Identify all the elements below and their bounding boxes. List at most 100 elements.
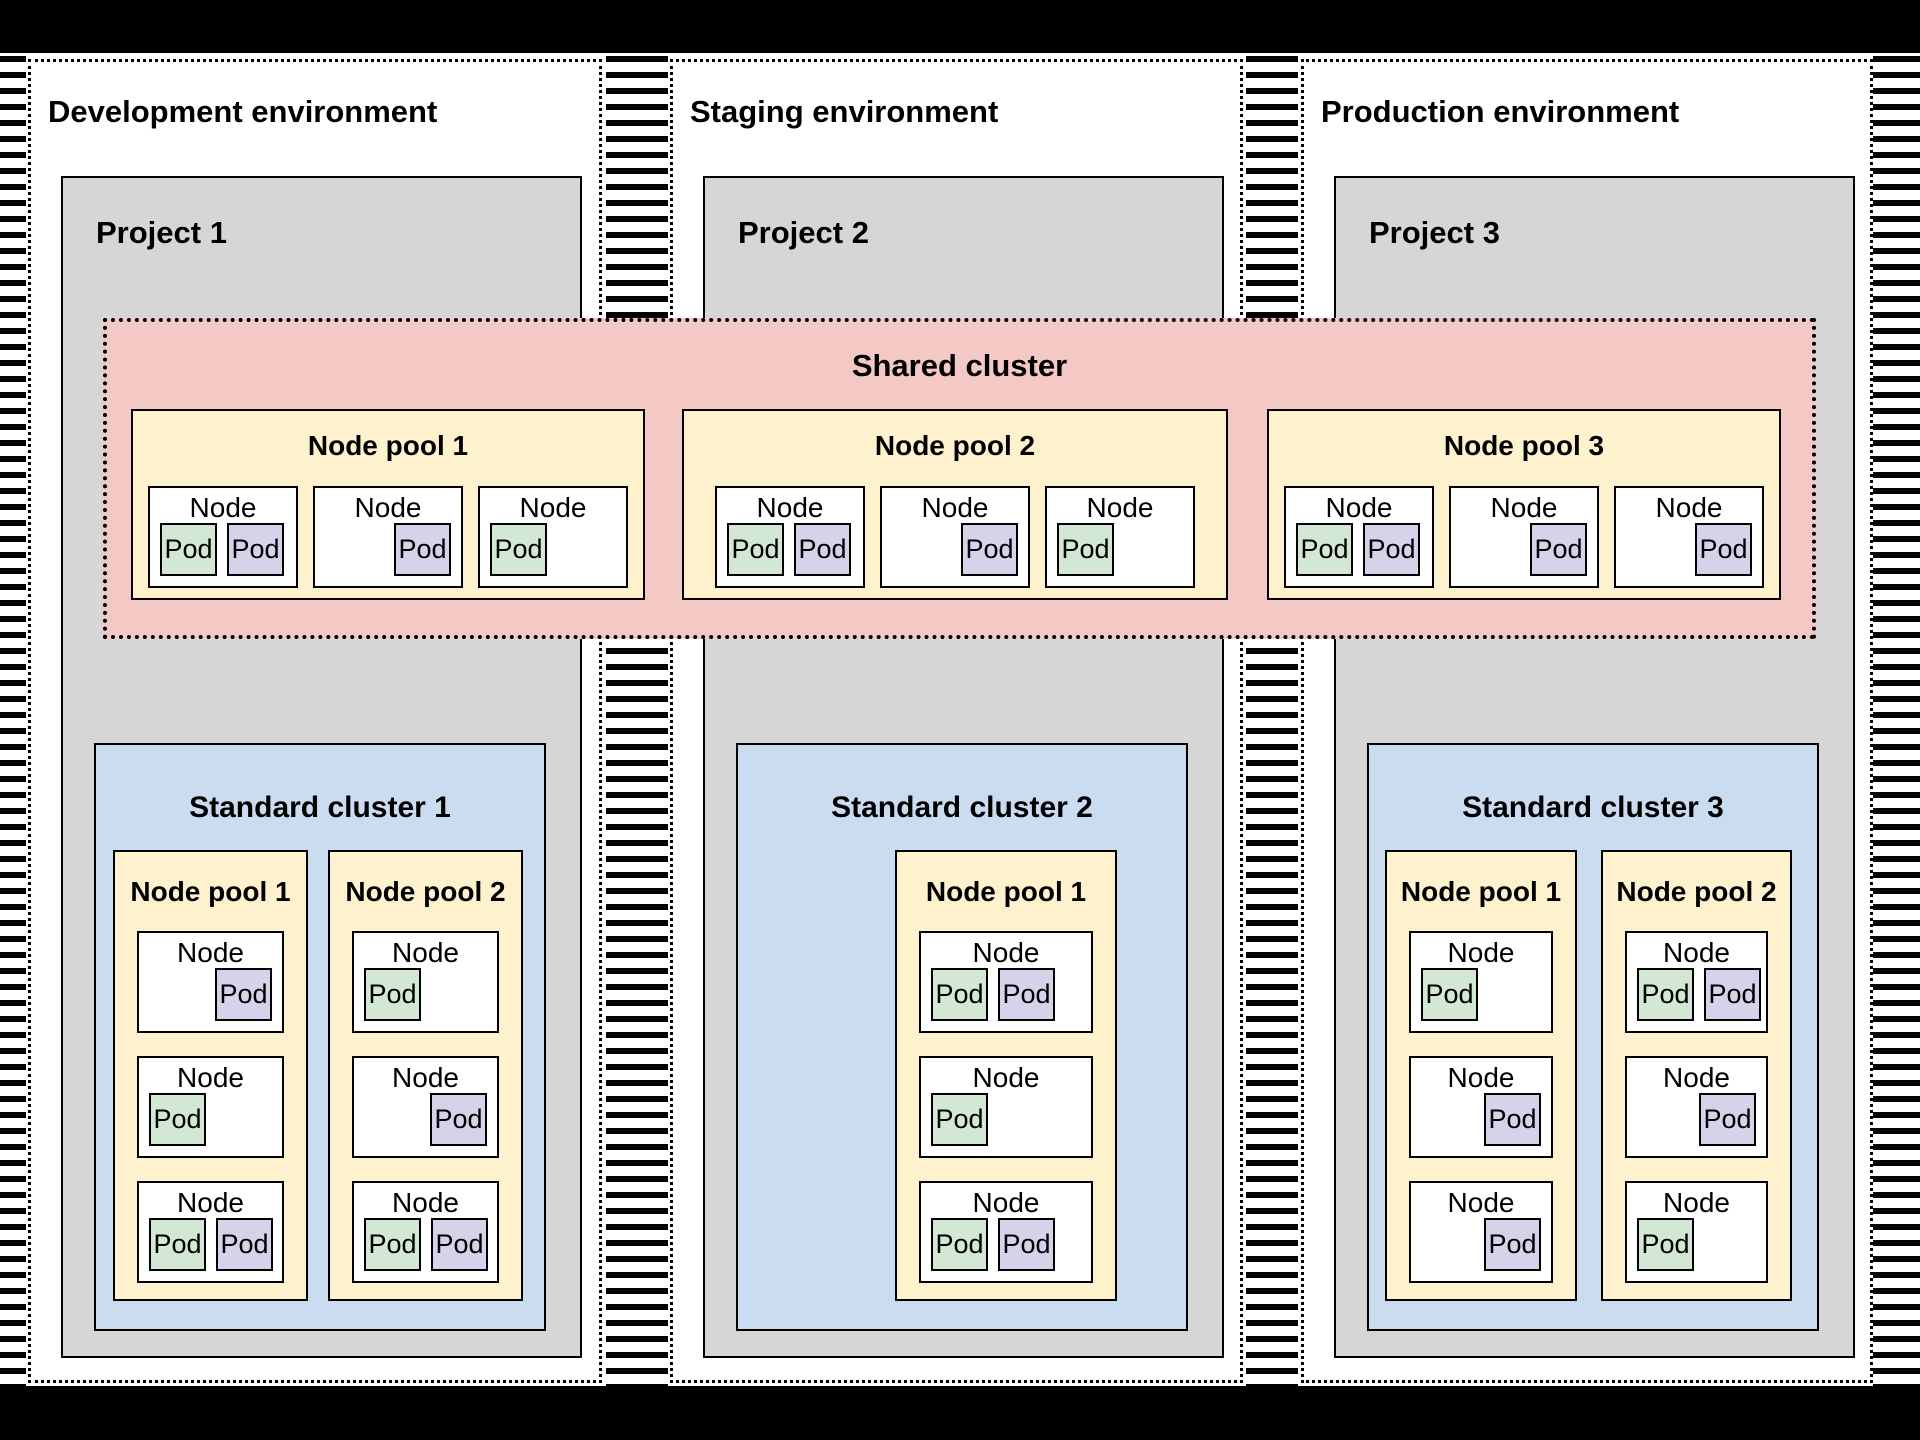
pods-row: Pod (1530, 523, 1587, 576)
project-box-2: Project 2 Standard cluster 2 Node pool 1… (703, 176, 1224, 1358)
node-label: Node (972, 1062, 1040, 1093)
node-pool-label: Node pool 1 (925, 876, 1087, 907)
pods-row: Pod (1699, 1093, 1756, 1146)
pod-purple: Pod (961, 523, 1018, 576)
pod-green: Pod (149, 1218, 206, 1271)
pod-purple: Pod (1699, 1093, 1756, 1146)
pod-green: Pod (931, 1093, 988, 1146)
pods-row: Pod (1484, 1218, 1541, 1271)
pod-purple: Pod (216, 1218, 273, 1271)
node-pool-label: Node pool 1 (307, 430, 469, 461)
project-label: Project 1 (96, 215, 227, 250)
node-label: Node (1655, 492, 1723, 523)
pods-row: Pod (1695, 523, 1752, 576)
node-label: Node (354, 492, 422, 523)
top-frame-bar (0, 0, 1920, 53)
pods-row: Pod (961, 523, 1018, 576)
node-label: Node (921, 492, 989, 523)
pod-purple: Pod (430, 1093, 487, 1146)
cut-stripes-right-edge (1873, 56, 1920, 1386)
node-label: Node (392, 1062, 459, 1093)
node-pool-label: Node pool 2 (874, 430, 1036, 461)
environment-staging: Staging environment Project 2 Standard c… (670, 59, 1243, 1383)
node-label: Node (177, 1187, 244, 1218)
pod-green: Pod (1296, 523, 1353, 576)
node-label: Node (1490, 492, 1558, 523)
node-label: Node (519, 492, 587, 523)
pods-row: Pod (1057, 523, 1114, 576)
pods-row: Pod (1484, 1093, 1541, 1146)
node-pool-label: Node pool 1 (130, 876, 291, 907)
cluster-title: Standard cluster 2 (831, 791, 1093, 824)
pod-green: Pod (160, 523, 217, 576)
project-label: Project 2 (738, 215, 869, 250)
pod-purple: Pod (1484, 1093, 1541, 1146)
pod-green: Pod (364, 1218, 421, 1271)
pod-purple: Pod (1363, 523, 1420, 576)
pod-green: Pod (931, 968, 988, 1021)
node-label: Node (1086, 492, 1154, 523)
pod-green: Pod (364, 968, 421, 1021)
node-label: Node (972, 937, 1040, 968)
node-label: Node (1447, 1187, 1515, 1218)
pod-green: Pod (1421, 968, 1478, 1021)
pod-purple: Pod (431, 1218, 488, 1271)
pods-row: Pod (149, 1093, 206, 1146)
pods-row: Pod (215, 968, 272, 1021)
pod-green: Pod (490, 523, 547, 576)
pod-purple: Pod (227, 523, 284, 576)
cluster-title: Standard cluster 1 (189, 791, 451, 824)
node-pool-label: Node pool 3 (1443, 430, 1605, 461)
pod-purple: Pod (998, 1218, 1055, 1271)
pods-row: Pod (1637, 1218, 1694, 1271)
environment-production: Production environment Project 3 Standar… (1301, 59, 1873, 1383)
pods-row: Pod (394, 523, 451, 576)
pod-green: Pod (931, 1218, 988, 1271)
node-label: Node (1325, 492, 1393, 523)
pod-purple: Pod (1704, 968, 1761, 1021)
node-label: Node (189, 492, 257, 523)
pod-green: Pod (727, 523, 784, 576)
pod-green: Pod (1637, 968, 1694, 1021)
node-label: Node (1447, 1062, 1515, 1093)
node-pool-label: Node pool 2 (345, 876, 506, 907)
environment-label: Production environment (1321, 94, 1680, 129)
pod-purple: Pod (215, 968, 272, 1021)
pod-green: Pod (149, 1093, 206, 1146)
pod-green: Pod (1637, 1218, 1694, 1271)
